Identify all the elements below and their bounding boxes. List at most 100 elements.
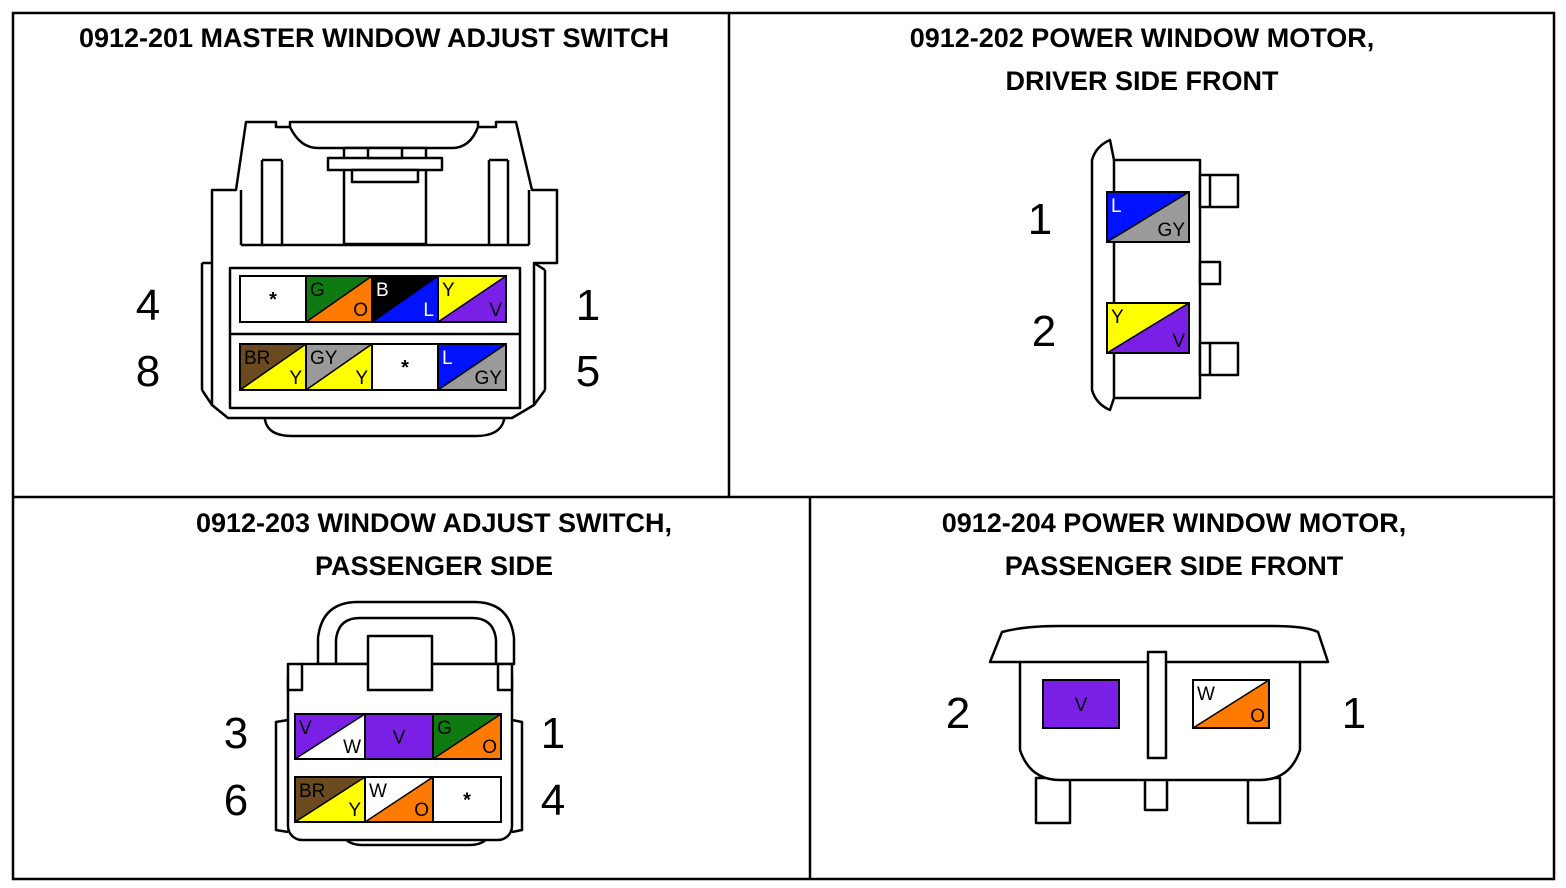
wire-color-code: V [393,728,406,749]
cavity-border [1106,191,1190,243]
panel-title-line-2: PASSENGER SIDE FRONT [1005,551,1344,581]
color-split-line [437,275,507,323]
wire-primary-code: BR [299,781,325,802]
wire-primary-code: V [299,718,312,739]
panel-title-line-2: PASSENGER SIDE [315,551,553,581]
cavity-border [1042,679,1120,729]
color-split-line [364,776,434,823]
wire-primary-code: G [437,718,452,739]
empty-cavity-mark: * [463,790,471,812]
cavity-pin-6: BR Y [294,776,366,823]
cavity-pin-2: BL [371,275,439,323]
panel-title-line-1: 0912-203 WINDOW ADJUST SWITCH, [196,508,672,538]
cavity-pin-1: GO [432,713,502,760]
wire-stripe-code: GY [1158,220,1186,241]
panel-0912-202: 0912-202 POWER WINDOW MOTOR, DRIVER SIDE… [910,23,1375,412]
pin-label-1: 1 [576,281,600,330]
cavity-pin-2: V [1042,679,1120,729]
wire-color-fill [1043,680,1119,728]
connector-housing [1090,138,1240,412]
cavity-pin-2: V [364,713,434,760]
cavity-pin-7: GY Y [305,343,373,391]
cavity-pin-8: BR Y [239,343,307,391]
cavity-pin-6: * [371,343,439,391]
wire-stripe-code: Y [289,368,302,389]
panel-title-line-1: 0912-202 POWER WINDOW MOTOR, [910,23,1375,53]
wire-stripe-code: O [353,300,368,321]
pin-label-6: 6 [224,776,248,825]
pin-label-3: 3 [224,709,248,758]
panel-title: 0912-201 MASTER WINDOW ADJUST SWITCH [79,23,669,53]
cavity-grid: L GY YV [1106,191,1190,354]
wire-primary-code: GY [310,348,338,369]
wire-stripe-code: W [343,737,361,758]
wire-stripe-code: O [482,737,497,758]
cavity-pin-5: L GY [437,343,507,391]
empty-cavity [433,777,501,822]
wire-primary-code: G [310,280,325,301]
panel-title-line-1: 0912-204 POWER WINDOW MOTOR, [942,508,1407,538]
cavity-border [1192,679,1270,729]
wire-stripe-code: Y [355,368,368,389]
color-split-line [371,275,439,323]
cavity-pin-1: YV [437,275,507,323]
color-split-line [432,713,502,760]
panel-0912-201: 0912-201 MASTER WINDOW ADJUST SWITCH [79,23,669,438]
wire-primary-code: W [369,781,387,802]
cavity-border [432,776,502,823]
color-split-line [1106,191,1190,243]
wire-color-fill [365,714,433,759]
empty-cavity-mark: * [269,289,277,311]
cavity-pin-1: WO [1192,679,1270,729]
color-split-line [437,343,507,391]
cavity-border [437,343,507,391]
color-split-line [294,776,366,823]
wire-stripe-code: O [1250,706,1265,727]
wire-primary-code: Y [442,280,455,301]
cavity-pin-2: YV [1106,302,1190,354]
cavity-border [432,713,502,760]
wire-primary-code: L [1111,196,1122,217]
empty-cavity [240,276,306,322]
wire-stripe-code: Y [348,800,361,821]
pin-label-4: 4 [541,776,565,825]
pin-label-2: 2 [1032,307,1056,356]
color-split-line [1192,679,1270,729]
cavity-border [437,275,507,323]
pin-label-1: 1 [1342,689,1366,738]
wire-primary-code: L [442,348,453,369]
panel-0912-203: 0912-203 WINDOW ADJUST SWITCH, PASSENGER… [196,508,672,847]
color-split-line [305,275,373,323]
cavity-pin-3: VW [294,713,366,760]
panel-0912-204: 0912-204 POWER WINDOW MOTOR, PASSENGER S… [942,508,1407,825]
cavity-pin-5: WO [364,776,434,823]
wire-primary-code: B [376,280,389,301]
cavity-pin-3: GO [305,275,373,323]
cavity-grid: V WO [1042,679,1270,729]
panel-title-line-2: DRIVER SIDE FRONT [1005,66,1279,96]
cavity-pin-1: L GY [1106,191,1190,243]
connector-housing [988,624,1330,825]
pin-label-8: 8 [136,347,160,396]
pin-label-5: 5 [576,347,600,396]
color-split-line [305,343,373,391]
empty-cavity [372,344,438,390]
panel-grid [11,11,1556,881]
color-split-line [239,343,307,391]
pin-label-2: 2 [946,689,970,738]
wire-color-code: V [1075,695,1088,716]
color-split-line [294,713,366,760]
wire-stripe-code: V [489,300,502,321]
wire-stripe-code: GY [475,368,503,389]
wire-stripe-code: V [1172,331,1185,352]
outer-frame [11,11,1556,881]
cavity-pin-4: * [239,275,307,323]
cavity-border [1106,302,1190,354]
pin-label-1: 1 [541,709,565,758]
cavity-pin-4: * [432,776,502,823]
wire-primary-code: BR [244,348,270,369]
empty-cavity-mark: * [401,357,409,379]
pin-label-4: 4 [136,281,160,330]
